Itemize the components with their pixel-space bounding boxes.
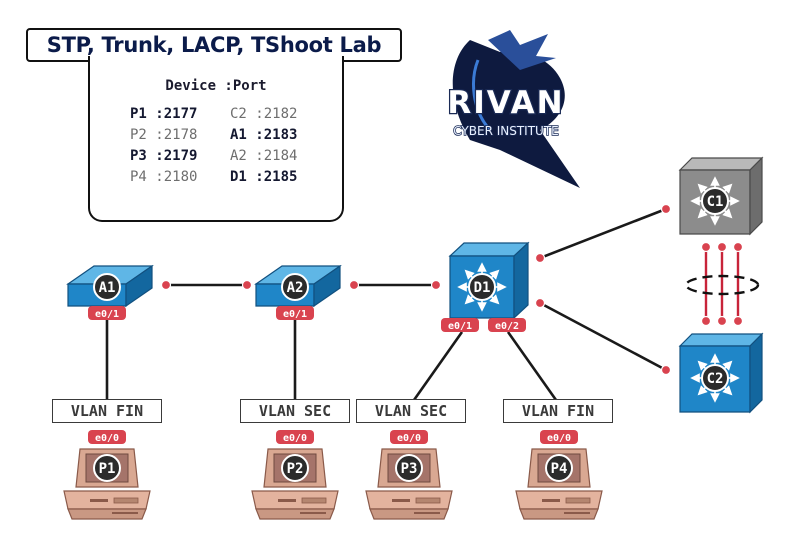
pc-p3-label: P3 (401, 461, 418, 477)
port-entry-d1: D1 :2185 (230, 169, 298, 185)
d1-port-left-label: e0/1 (448, 321, 472, 332)
etherchannel-ring (684, 274, 760, 296)
port-entry-p1: P1 :2177 (130, 106, 198, 122)
port-table-grid: P1 :2177 C2 :2182 P2 :2178 A1 :2183 P3 :… (130, 106, 330, 186)
port-table: Device :Port P1 :2177 C2 :2182 P2 :2178 … (88, 56, 344, 222)
p3-port-label: e0/0 (397, 433, 421, 444)
links (105, 207, 667, 401)
a2-port-label: e0/1 (283, 309, 307, 320)
switch-c1[interactable]: C1 (678, 156, 764, 236)
port-entry-c2: C2 :2182 (230, 106, 298, 122)
rivan-logo: RIVAN CYBER INSTITUTE (446, 30, 580, 188)
pc-p4-label: P4 (551, 461, 568, 477)
switch-a1-label: A1 (99, 280, 116, 296)
pc-p2-label: P2 (287, 461, 304, 477)
vlan-label-p2: VLAN SEC (240, 399, 350, 423)
p4-port-label: e0/0 (547, 433, 571, 444)
logo-name: RIVAN (447, 85, 564, 121)
pc-p1-label: P1 (99, 461, 116, 477)
pc-p1[interactable]: e0/0 P1 (63, 430, 151, 520)
switch-a2-label: A2 (287, 280, 304, 296)
logo-tagline: CYBER INSTITUTE (453, 124, 559, 138)
switch-a1[interactable]: A1 e0/1 (66, 264, 154, 320)
port-dots (160, 203, 744, 376)
lacp-bundle (684, 247, 760, 321)
p2-port-label: e0/0 (283, 433, 307, 444)
pc-p3[interactable]: e0/0 P3 (365, 430, 453, 520)
port-entry-p2: P2 :2178 (130, 127, 198, 143)
port-table-header: Device :Port (165, 78, 267, 94)
vlan-label-p1: VLAN FIN (52, 399, 162, 423)
port-entry-a1: A1 :2183 (230, 127, 298, 143)
switch-c2-label: C2 (707, 371, 724, 387)
port-entry-a2: A2 :2184 (230, 148, 298, 164)
pc-p4[interactable]: e0/0 P4 (515, 430, 603, 520)
vlan-label-p3: VLAN SEC (356, 399, 466, 423)
switch-c2[interactable]: C2 (678, 332, 764, 414)
switch-d1[interactable]: D1 e0/1 e0/2 (441, 241, 530, 332)
link-d1-c2 (539, 301, 667, 372)
pc-p2[interactable]: e0/0 P2 (251, 430, 339, 520)
link-d1-c1 (539, 207, 667, 260)
port-entry-p4: P4 :2180 (130, 169, 198, 185)
switch-d1-label: D1 (474, 280, 491, 296)
d1-port-right-label: e0/2 (495, 321, 519, 332)
vlan-label-p4: VLAN FIN (503, 399, 613, 423)
switch-a2[interactable]: A2 e0/1 (254, 264, 342, 320)
link-d1-p4 (506, 331, 558, 401)
port-entry-p3: P3 :2179 (130, 148, 198, 164)
p1-port-label: e0/0 (95, 433, 119, 444)
a1-port-label: e0/1 (95, 309, 119, 320)
link-d1-p3 (412, 331, 464, 401)
switch-c1-label: C1 (707, 194, 724, 210)
